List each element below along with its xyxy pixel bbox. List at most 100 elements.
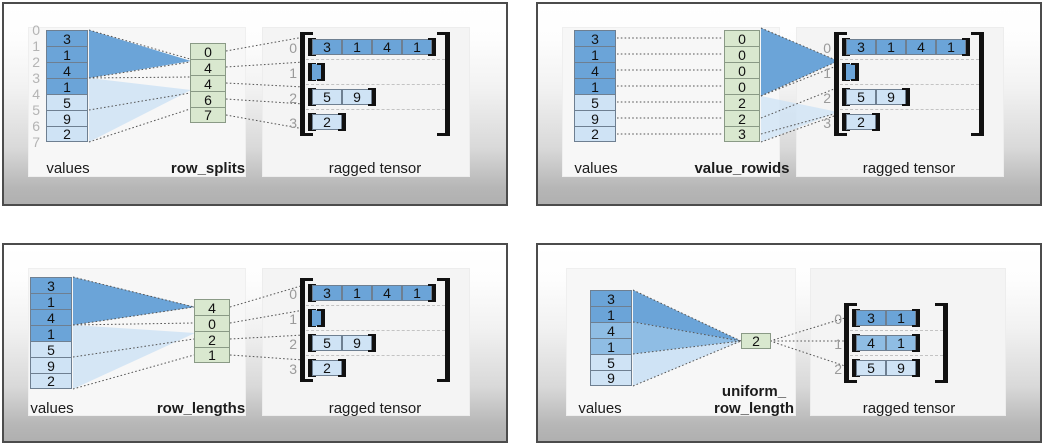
tensor-row-label: 2	[823, 90, 831, 106]
value-cell: 3	[30, 277, 72, 294]
tensor-row-label: 1	[289, 311, 297, 327]
value-cell: 4	[574, 62, 616, 79]
tensor-cell-empty	[846, 64, 855, 80]
value-cell: 5	[574, 94, 616, 111]
tensor-row-label: 3	[823, 115, 831, 131]
encoding-cell: 2	[724, 110, 760, 127]
encoding-cell: 0	[724, 62, 760, 79]
value-cell: 1	[590, 338, 632, 355]
tensor-row-label: 1	[823, 65, 831, 81]
tensor-cell: 9	[876, 89, 906, 105]
value-cell: 3	[574, 30, 616, 47]
tensor-cell: 5	[312, 335, 342, 351]
value-cell: 9	[30, 357, 72, 374]
panel-value-rowids: 3 1 4 1 5 9 2 0 0 0 0 2 2 3	[536, 2, 1042, 206]
encoding-cell: 0	[190, 43, 226, 60]
tensor-caption: ragged tensor	[862, 400, 956, 417]
tensor-cell: 5	[312, 89, 342, 105]
encoding-cell: 6	[190, 91, 226, 108]
tensor-cell: 3	[312, 285, 342, 301]
values-column: 3 1 4 1 5 9 2	[574, 30, 616, 142]
tensor-cell: 9	[342, 335, 372, 351]
encoding-cell: 2	[741, 333, 771, 349]
tensor-cell: 1	[886, 310, 916, 326]
tensor-row-label: 0	[289, 40, 297, 56]
tensor-cell: 4	[906, 39, 936, 55]
tensor-cell: 3	[856, 310, 886, 326]
value-cell: 2	[574, 126, 616, 142]
tensor-row-label: 0	[289, 286, 297, 302]
values-caption: values	[574, 160, 618, 177]
tensor-cell: 1	[936, 39, 966, 55]
ragged-tensor-box: 3 1 4 1 5 9	[834, 32, 984, 136]
tensor-caption: ragged tensor	[328, 400, 422, 417]
tensor-row-label: 2	[834, 361, 842, 377]
panel-uniform-row-length: 3 1 4 1 5 9 2	[536, 243, 1042, 443]
value-cell: 5	[30, 341, 72, 358]
ragged-tensor-box: 3 1 4 1 5 9	[844, 303, 948, 383]
tensor-cell: 9	[886, 360, 916, 376]
uniform-row-length-column: 2	[741, 333, 771, 349]
tensor-cell: 5	[846, 89, 876, 105]
encoding-cell: 7	[190, 107, 226, 123]
ragged-tensor-box: 3 1 4 1	[300, 32, 450, 136]
encoding-caption: row_splits	[170, 160, 246, 177]
row-splits-column: 0 4 4 6 7	[190, 43, 226, 123]
tensor-cell: 2	[312, 360, 342, 376]
encoding-cell: 2	[724, 94, 760, 111]
tensor-row-label: 0	[823, 40, 831, 56]
encoding-cell: 4	[190, 75, 226, 92]
tensor-cell: 3	[312, 39, 342, 55]
tensor-row-label: 2	[289, 336, 297, 352]
value-cell: 9	[590, 370, 632, 386]
tensor-row-label: 1	[289, 65, 297, 81]
encoding-cell: 0	[194, 315, 230, 332]
tensor-cell: 5	[856, 360, 886, 376]
tensor-cell: 1	[402, 285, 432, 301]
values-caption: values	[578, 400, 622, 417]
tensor-cell: 1	[402, 39, 432, 55]
tensor-cell: 2	[312, 114, 342, 130]
values-column: 3 1 4 1 5 9 2	[30, 277, 72, 389]
tensor-cell: 1	[342, 39, 372, 55]
encoding-cell: 0	[724, 78, 760, 95]
value-cell: 1	[30, 293, 72, 310]
encoding-cell: 1	[194, 347, 230, 363]
value-cell: 4	[46, 62, 88, 79]
tensor-cell: 4	[372, 39, 402, 55]
value-rowids-column: 0 0 0 0 2 2 3	[724, 30, 760, 142]
tensor-caption: ragged tensor	[862, 160, 956, 177]
value-cell: 1	[30, 325, 72, 342]
encoding-cell: 2	[194, 331, 230, 348]
value-cell: 1	[574, 78, 616, 95]
tensor-row-label: 2	[289, 90, 297, 106]
value-cell: 5	[46, 94, 88, 111]
ragged-tensor-box: 3 1 4 1 5 9	[300, 278, 450, 382]
tensor-cell: 9	[342, 89, 372, 105]
tensor-cell: 4	[856, 335, 886, 351]
value-cell: 2	[30, 373, 72, 389]
encoding-cell: 0	[724, 46, 760, 63]
value-cell: 3	[46, 30, 88, 47]
encoding-cell: 3	[724, 126, 760, 142]
values-caption: values	[46, 160, 90, 177]
value-cell: 4	[590, 322, 632, 339]
encoding-caption: value_rowids	[694, 160, 790, 177]
value-cell: 3	[590, 290, 632, 307]
tensor-cell-empty	[312, 64, 321, 80]
values-column: 3 1 4 1 5 9	[590, 290, 632, 386]
tensor-cell: 1	[876, 39, 906, 55]
tensor-cell: 4	[372, 285, 402, 301]
tensor-row-label: 3	[289, 115, 297, 131]
value-cell: 9	[46, 110, 88, 127]
value-cell: 1	[574, 46, 616, 63]
tensor-cell: 1	[886, 335, 916, 351]
values-column: 3 1 4 1 5 9 2	[46, 30, 88, 142]
value-cell: 1	[590, 306, 632, 323]
values-caption: values	[30, 400, 74, 417]
tensor-cell: 1	[342, 285, 372, 301]
encoding-cell: 4	[194, 299, 230, 316]
panel-row-lengths: 3 1 4 1 5 9 2 4 0	[2, 243, 508, 443]
value-cell: 9	[574, 110, 616, 127]
